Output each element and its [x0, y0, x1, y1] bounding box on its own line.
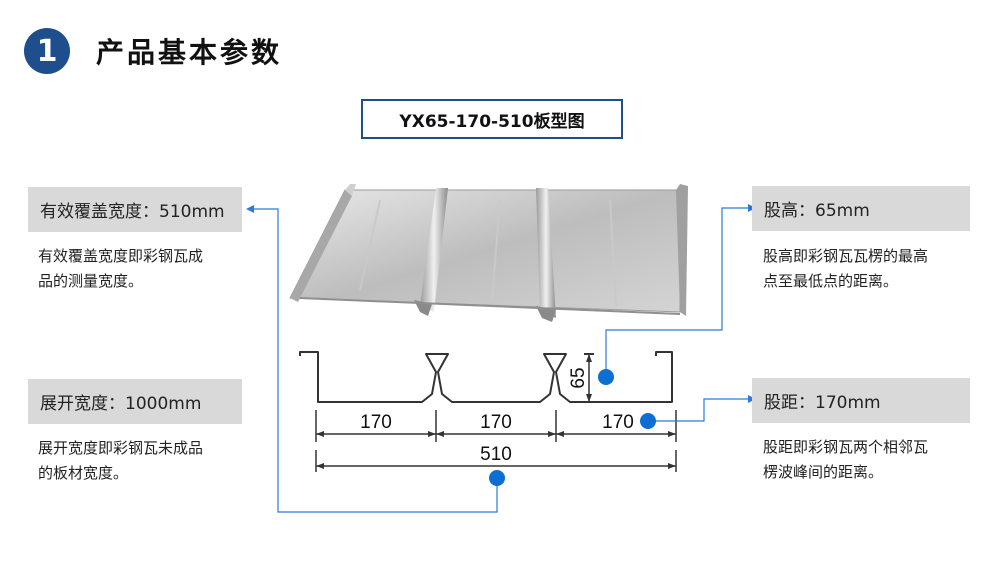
unfold-width-desc: 展开宽度即彩钢瓦未成品 的板材宽度。 — [38, 436, 203, 486]
unfold-desc-line2: 的板材宽度。 — [38, 464, 129, 482]
connector-pitch — [648, 398, 752, 422]
decking-panel-image — [289, 184, 688, 322]
marker-coverage — [489, 470, 505, 486]
dimension-arrows — [316, 354, 676, 469]
rib-pitch-label: 股距：170mm — [752, 378, 970, 423]
dim-span-2: 170 — [480, 412, 512, 433]
coverage-desc-line1: 有效覆盖宽度即彩钢瓦成 — [38, 247, 204, 265]
marker-height — [598, 369, 614, 385]
unfold-desc-line1: 展开宽度即彩钢瓦未成品 — [38, 439, 204, 457]
diagram-title: YX65-170-510板型图 — [361, 99, 623, 139]
connector-lines — [250, 207, 752, 513]
rib-height-desc: 股高即彩钢瓦瓦楞的最高 点至最低点的距离。 — [763, 244, 928, 294]
coverage-width-label: 有效覆盖宽度：510mm — [28, 187, 242, 232]
page-title: 产品基本参数 — [96, 36, 283, 69]
height-desc-line2: 点至最低点的距离。 — [763, 272, 899, 290]
rib-pitch-desc: 股距即彩钢瓦两个相邻瓦 楞波峰间的距离。 — [763, 435, 928, 485]
profile-line — [299, 351, 673, 403]
coverage-width-desc: 有效覆盖宽度即彩钢瓦成 品的测量宽度。 — [38, 244, 203, 294]
cross-section-drawing — [299, 351, 677, 472]
marker-dots — [489, 369, 656, 486]
panel-rib-2 — [536, 188, 556, 322]
dim-span-1: 170 — [360, 412, 392, 433]
connector-height — [605, 207, 752, 377]
unfold-width-label: 展开宽度：1000mm — [28, 379, 242, 424]
pitch-desc-line1: 股距即彩钢瓦两个相邻瓦 — [763, 438, 929, 456]
coverage-desc-line2: 品的测量宽度。 — [38, 272, 144, 290]
height-desc-line1: 股高即彩钢瓦瓦楞的最高 — [763, 247, 929, 265]
connector-coverage — [250, 208, 498, 513]
dim-height: 65 — [568, 367, 589, 388]
dim-total: 510 — [480, 444, 512, 465]
rib-height-label: 股高：65mm — [752, 186, 970, 231]
marker-pitch — [640, 413, 656, 429]
pitch-desc-line2: 楞波峰间的距离。 — [763, 463, 884, 481]
section-number-badge: 1 — [24, 28, 70, 74]
dim-span-3: 170 — [602, 412, 634, 433]
